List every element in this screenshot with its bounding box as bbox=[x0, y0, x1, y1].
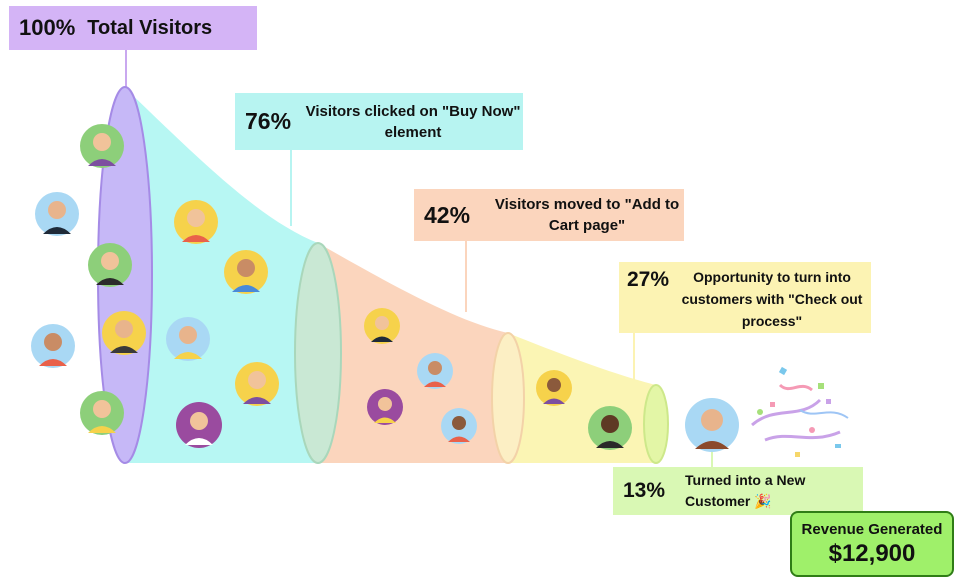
party-popper-icon: 🎉 bbox=[754, 493, 772, 509]
stage-text: Total Visitors bbox=[87, 16, 213, 39]
person-avatar-icon bbox=[685, 398, 739, 452]
funnel-ring-27 bbox=[643, 384, 669, 464]
stage-percent: 76% bbox=[245, 108, 292, 134]
person-avatar-icon bbox=[367, 389, 403, 425]
stage-label-new-customer: 13% Turned into a New Customer 🎉 bbox=[613, 467, 863, 515]
stage-label-buy-now: 76% Visitors clicked on "Buy Now" elemen… bbox=[235, 93, 523, 150]
funnel-ring-76 bbox=[294, 242, 342, 464]
person-avatar-icon bbox=[176, 402, 222, 448]
person-avatar-icon bbox=[174, 200, 218, 244]
revenue-box: Revenue Generated $12,900 bbox=[790, 511, 954, 577]
person-avatar-icon bbox=[88, 243, 132, 287]
person-avatar-icon bbox=[536, 370, 572, 406]
person-avatar-icon bbox=[441, 408, 477, 444]
revenue-label: Revenue Generated bbox=[801, 520, 943, 538]
funnel-segment-42 bbox=[318, 243, 508, 463]
person-avatar-icon bbox=[224, 250, 268, 294]
stage-text: Turned into a New Customer 🎉 bbox=[685, 470, 863, 512]
stage-percent: 13% bbox=[623, 479, 666, 502]
person-avatar-icon bbox=[102, 311, 146, 355]
revenue-value: $12,900 bbox=[828, 539, 916, 567]
person-avatar-icon bbox=[235, 362, 279, 406]
person-avatar-icon bbox=[364, 308, 400, 344]
person-avatar-icon bbox=[80, 391, 124, 435]
stage-text-label: Turned into a New Customer bbox=[685, 472, 806, 509]
stage-label-checkout: 27% Opportunity to turn into customers w… bbox=[619, 262, 871, 333]
confetti-icon bbox=[751, 366, 849, 457]
person-avatar-icon bbox=[31, 324, 75, 368]
person-avatar-icon bbox=[166, 317, 210, 361]
stage-text: Opportunity to turn into customers with … bbox=[681, 269, 863, 329]
stage-text: Visitors clicked on "Buy Now" element bbox=[305, 102, 521, 141]
stage-percent: 100% bbox=[19, 15, 76, 40]
stage-percent: 42% bbox=[424, 201, 471, 228]
person-avatar-icon bbox=[35, 192, 79, 236]
person-avatar-icon bbox=[417, 353, 453, 389]
person-avatar-icon bbox=[588, 406, 632, 450]
stage-text: Visitors moved to "Add to Cart page" bbox=[494, 196, 680, 234]
stage-label-add-to-cart: 42% Visitors moved to "Add to Cart page" bbox=[414, 189, 684, 241]
funnel-ring-42 bbox=[491, 332, 525, 464]
person-avatar-icon bbox=[80, 124, 124, 168]
stage-label-total-visitors: 100% Total Visitors bbox=[9, 6, 257, 50]
stage-percent: 27% bbox=[627, 268, 670, 291]
